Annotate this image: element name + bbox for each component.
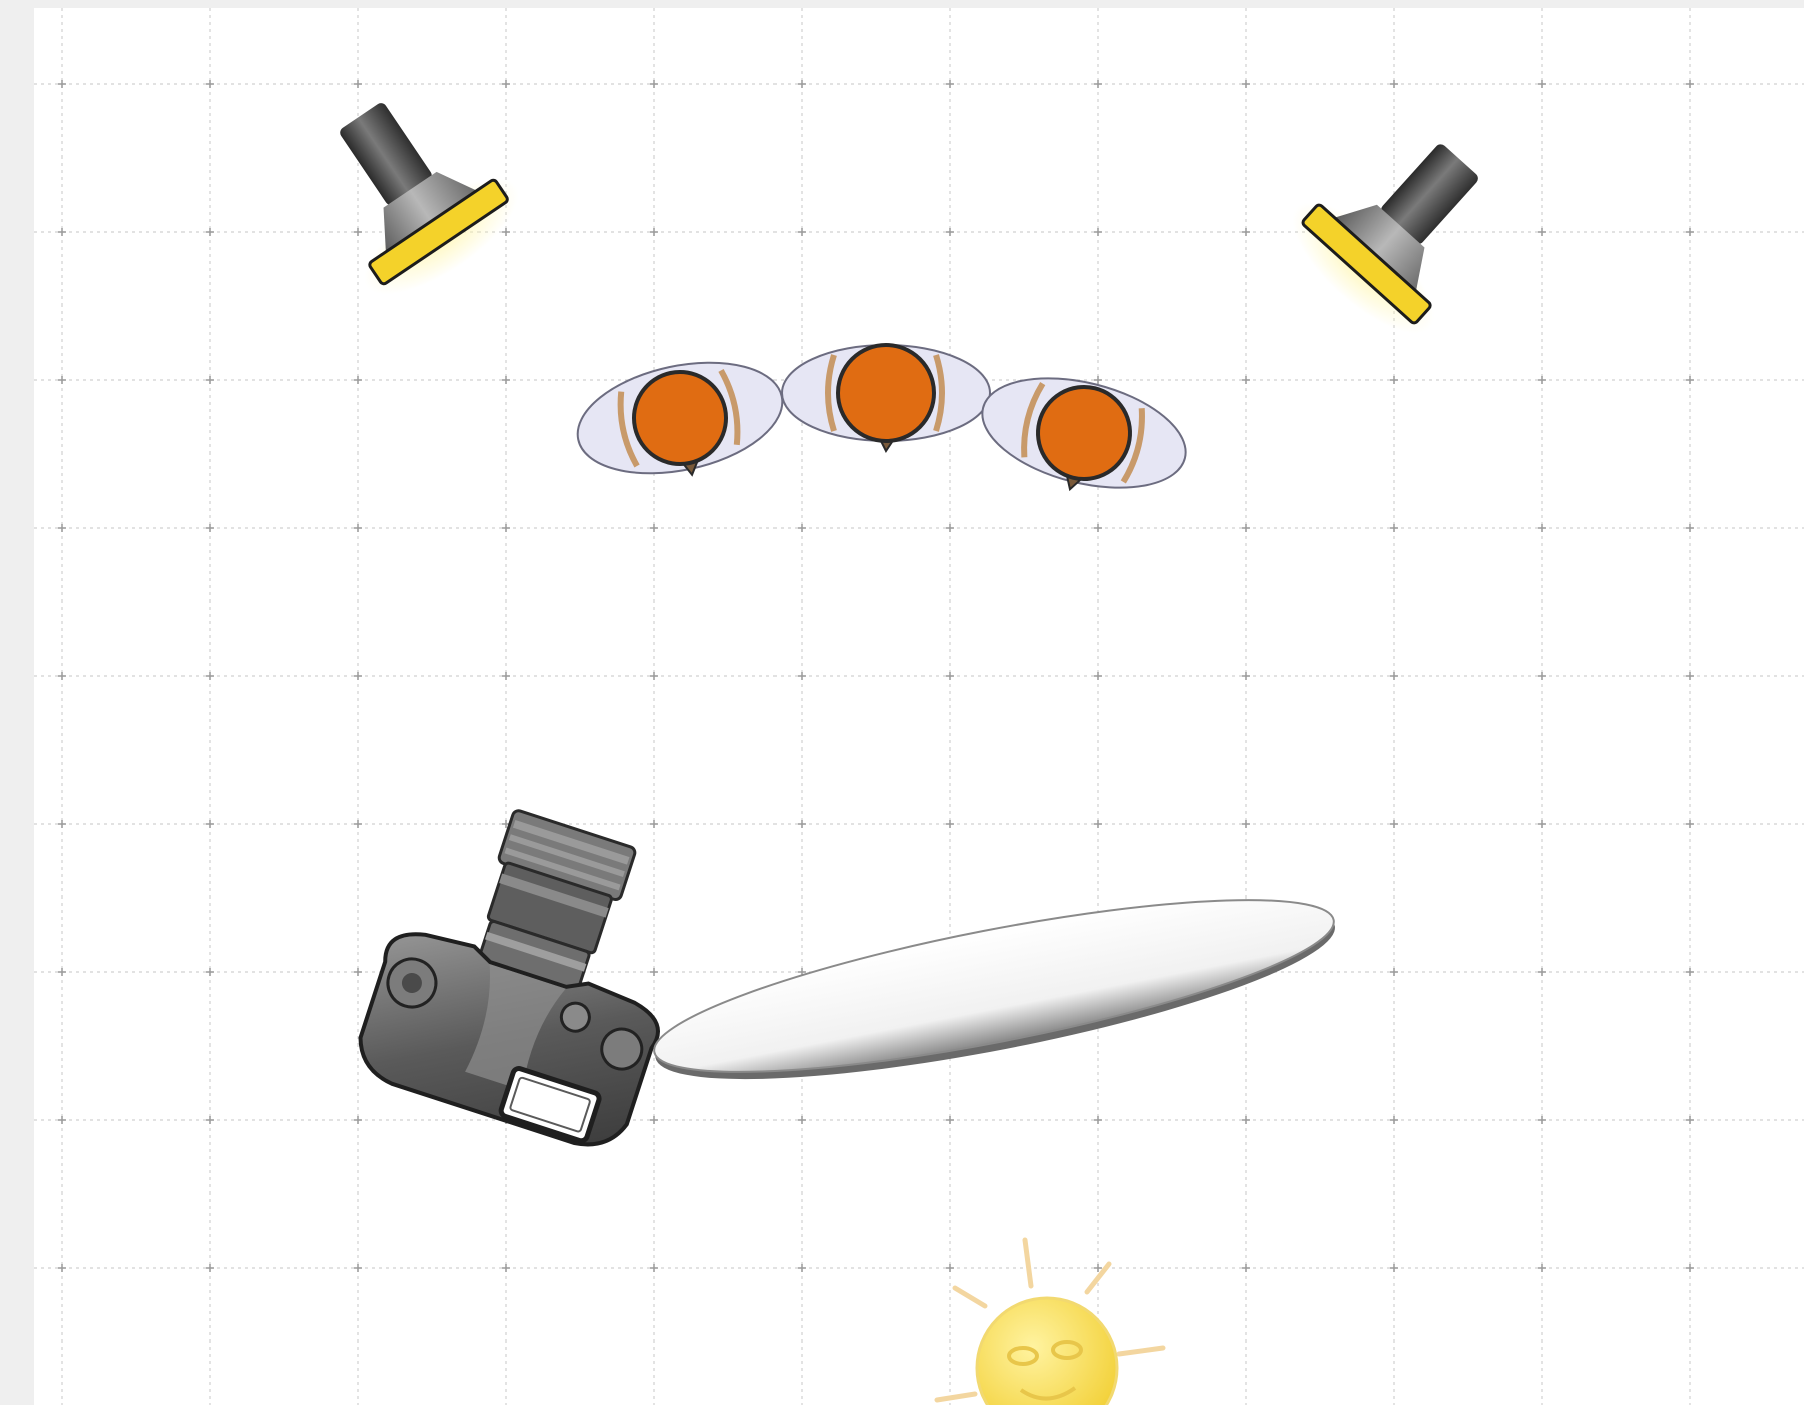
diagram-canvas bbox=[34, 8, 1804, 1405]
grid bbox=[34, 8, 1804, 1405]
person-head bbox=[838, 345, 934, 441]
diagram-svg bbox=[34, 8, 1804, 1405]
